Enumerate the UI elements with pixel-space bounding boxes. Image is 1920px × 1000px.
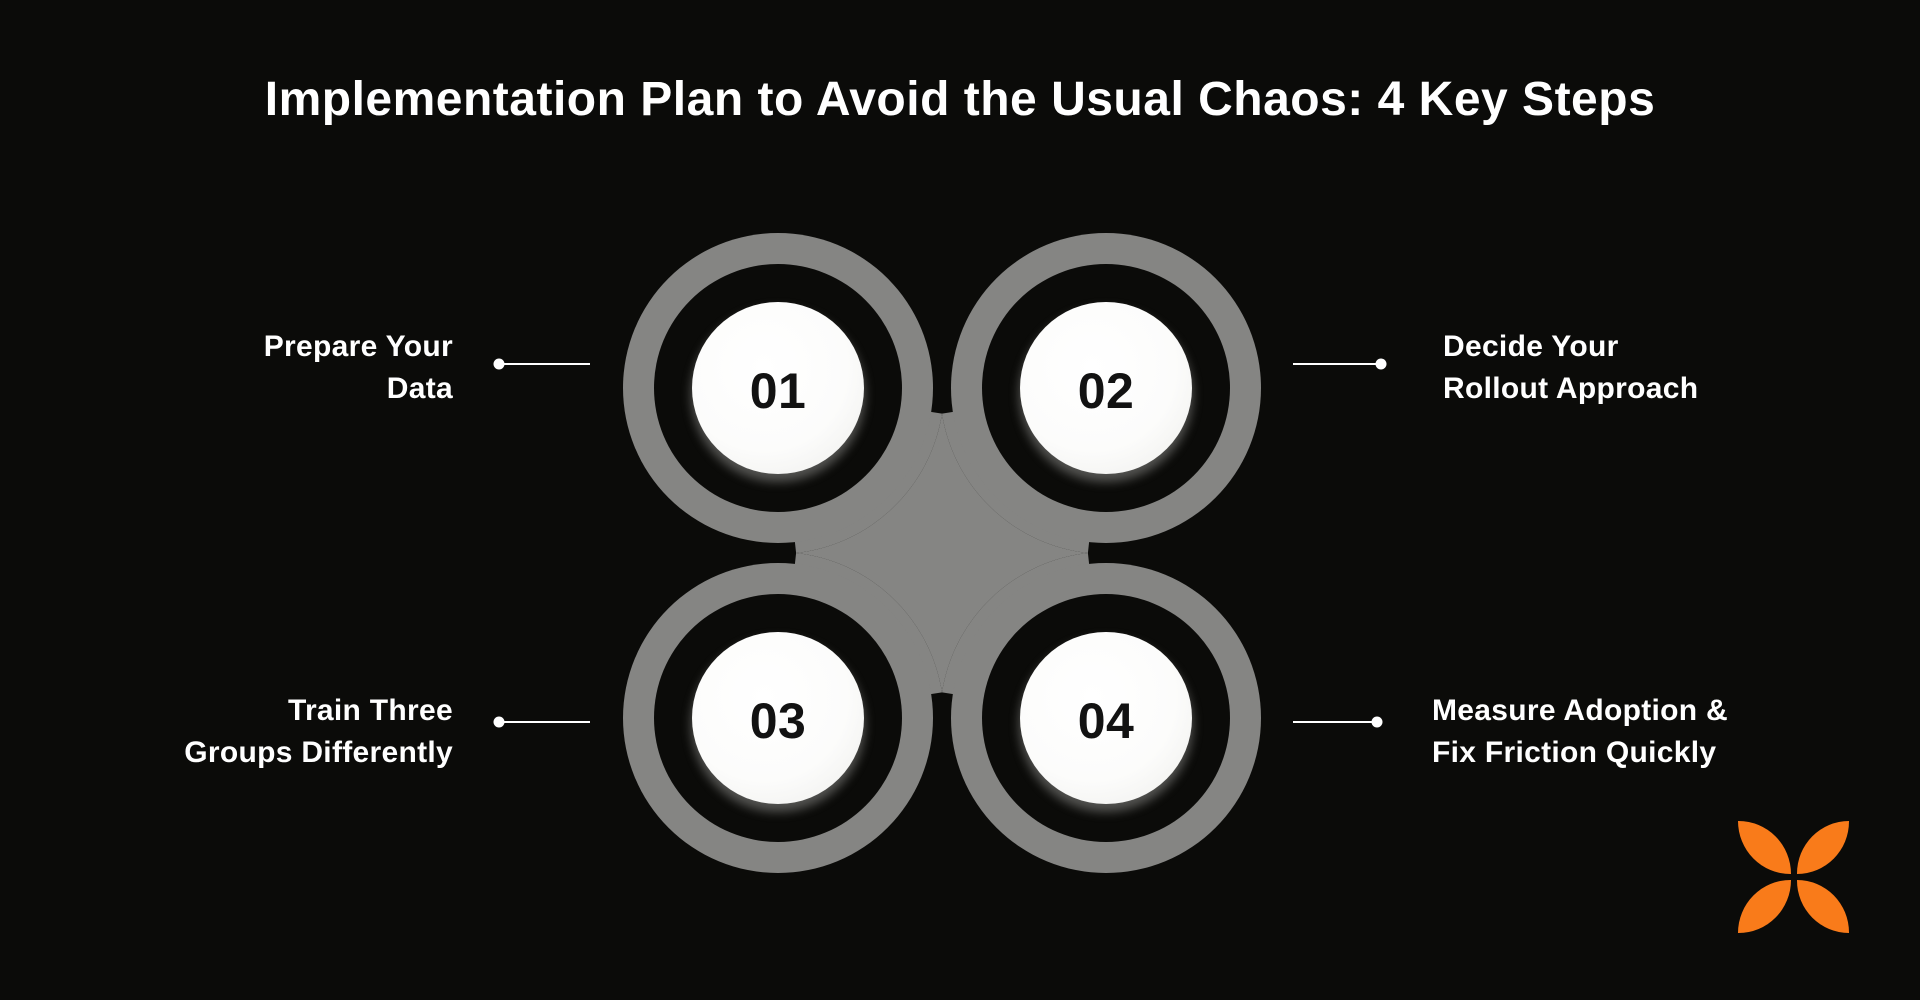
step-label-line: Decide Your bbox=[1443, 330, 1619, 363]
step-circle-04 bbox=[1020, 632, 1192, 804]
step-circle-01 bbox=[692, 302, 864, 474]
step-label-01: Prepare Your Data bbox=[264, 326, 453, 410]
step-label-line: Data bbox=[386, 372, 453, 405]
step-label-line: Measure Adoption & bbox=[1432, 694, 1728, 727]
step-label-line: Rollout Approach bbox=[1443, 372, 1699, 405]
label-connectors bbox=[493, 358, 1387, 728]
step-label-line: Train Three bbox=[287, 694, 453, 727]
step-number-04: 04 bbox=[1078, 693, 1135, 749]
connector-dot-03 bbox=[493, 716, 505, 728]
step-label-04: Measure Adoption & Fix Friction Quickly bbox=[1432, 690, 1728, 774]
butterfly-logo-icon bbox=[1738, 821, 1849, 933]
step-label-line: Prepare Your bbox=[263, 330, 453, 363]
logo-petal bbox=[1796, 821, 1849, 874]
connector-dot-04 bbox=[1371, 716, 1383, 728]
logo-petal bbox=[1738, 821, 1791, 874]
logo-petal bbox=[1796, 880, 1849, 933]
step-label-03: Train Three Groups Differently bbox=[184, 690, 453, 774]
step-number-03: 03 bbox=[750, 693, 807, 749]
step-number-01: 01 bbox=[750, 363, 807, 419]
connector-dot-02 bbox=[1375, 358, 1387, 370]
logo-petal bbox=[1738, 880, 1791, 933]
connector-dot-01 bbox=[493, 358, 505, 370]
step-label-02: Decide Your Rollout Approach bbox=[1443, 326, 1698, 410]
step-circle-02 bbox=[1020, 302, 1192, 474]
step-label-line: Groups Differently bbox=[184, 736, 453, 769]
step-circle-03 bbox=[692, 632, 864, 804]
blob-center bbox=[796, 413, 1088, 693]
step-number-02: 02 bbox=[1078, 363, 1135, 419]
step-circles: 01 02 03 04 bbox=[692, 302, 1192, 804]
page-title: Implementation Plan to Avoid the Usual C… bbox=[264, 73, 1656, 126]
step-label-line: Fix Friction Quickly bbox=[1432, 736, 1717, 769]
